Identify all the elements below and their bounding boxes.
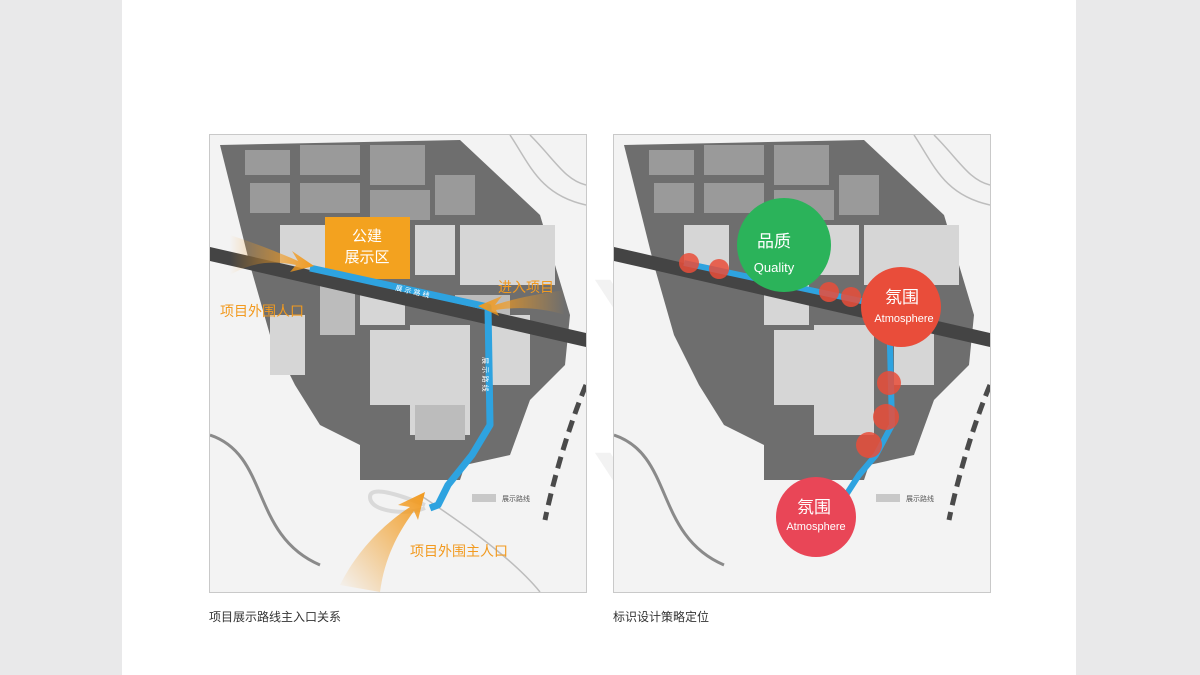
site-map-left: 公建 展示区 项目外围人口 进入项目 项目外围主人口 展 示 路 线 展 示 路… — [210, 135, 586, 592]
legend-swatch — [472, 494, 496, 502]
map-panel-route-entrances: 公建 展示区 项目外围人口 进入项目 项目外围主人口 展 示 路 线 展 示 路… — [209, 134, 587, 593]
legend-label: 展示路线 — [502, 494, 530, 503]
site-map-right: 品质 Quality 氛围 Atmosphere 氛围 Atmosphere 展… — [614, 135, 990, 592]
bubble-quality — [737, 198, 831, 292]
bubble-atmosphere-1 — [861, 267, 941, 347]
bubble-atmosphere-1-en: Atmosphere — [874, 313, 933, 325]
route-marker-dot — [877, 371, 901, 395]
arrow-main-entrance — [340, 492, 425, 592]
arrow-west-entrance — [230, 235, 314, 275]
route-marker-dot — [709, 259, 729, 279]
bubble-quality-en: Quality — [754, 260, 795, 275]
route-marker-dot — [819, 282, 839, 302]
zone-label-line1: 公建 — [352, 227, 382, 245]
route-marker-dot — [873, 404, 899, 430]
bubble-atmosphere-2-en: Atmosphere — [786, 521, 845, 533]
bubble-quality-cn: 品质 — [757, 232, 791, 252]
route-label-vertical: 展 示 路 线 — [481, 357, 490, 392]
route-marker-dot — [841, 287, 861, 307]
legend-swatch — [876, 494, 900, 502]
bubble-atmosphere-1-cn: 氛围 — [885, 288, 919, 308]
route-marker-dot — [679, 253, 699, 273]
arrow-east-entrance — [478, 290, 565, 316]
bubble-atmosphere-2-cn: 氛围 — [797, 498, 831, 518]
zone-label-line2: 展示区 — [344, 248, 389, 266]
map-panel-signage-strategy: 品质 Quality 氛围 Atmosphere 氛围 Atmosphere 展… — [613, 134, 991, 593]
legend-label: 展示路线 — [906, 494, 934, 503]
label-east-entrance: 进入项目 — [498, 280, 554, 296]
label-west-entrance: 项目外围人口 — [220, 304, 304, 320]
main-road — [210, 247, 586, 347]
caption-left: 项目展示路线主入口关系 — [209, 610, 342, 624]
label-main-entrance: 项目外围主人口 — [410, 544, 508, 560]
public-exhibition-zone — [325, 217, 410, 279]
caption-right: 标识设计策略定位 — [613, 610, 710, 624]
route-marker-dot — [856, 432, 882, 458]
bubble-atmosphere-2 — [776, 477, 856, 557]
